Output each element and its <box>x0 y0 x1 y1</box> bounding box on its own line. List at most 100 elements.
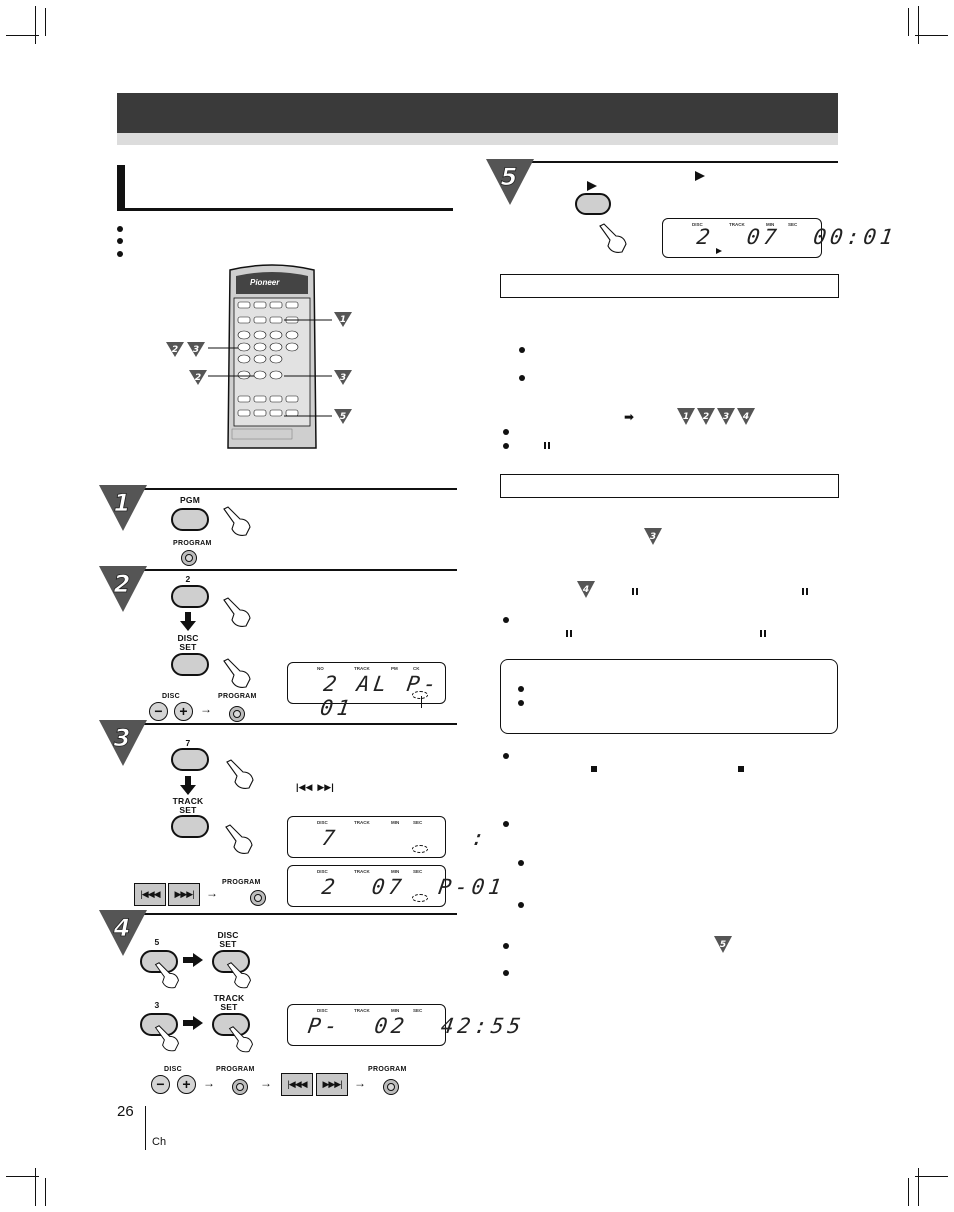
page-number: 26 <box>117 1103 134 1120</box>
disc-set-button[interactable] <box>171 653 209 676</box>
stop-icon <box>738 766 744 772</box>
lcd-display-step5: DISC TRACK MIN SEC 2 07 00:01 <box>662 218 898 258</box>
blink-indicator <box>412 845 428 853</box>
arrow-right-icon: ➡ <box>624 410 635 424</box>
marker-5: 5 <box>334 409 352 424</box>
crop-mark <box>45 8 46 36</box>
bullet <box>518 860 524 866</box>
program-button[interactable] <box>229 706 245 722</box>
bullet <box>117 226 123 232</box>
lcd-readout: P- 02 42:55 <box>306 1014 527 1038</box>
arrow-right-icon: → <box>260 1076 272 1090</box>
step-3-badge: 3 <box>99 720 147 766</box>
svg-text:4: 4 <box>113 914 131 942</box>
track-set-label: TRACK SET <box>213 993 245 1012</box>
crop-mark <box>915 35 948 36</box>
play-icon <box>695 171 705 181</box>
pointing-hand-icon <box>154 962 179 989</box>
play-icon <box>716 248 722 254</box>
bullet <box>503 970 509 976</box>
program-button[interactable] <box>250 890 266 906</box>
bullet <box>518 902 524 908</box>
program-label: PROGRAM <box>222 879 261 886</box>
remote-control: Pioneer <box>224 262 320 450</box>
svg-text:3: 3 <box>340 373 346 383</box>
crop-mark <box>918 1168 919 1206</box>
disc-plus-button[interactable]: + <box>174 702 193 721</box>
disc-plus-button[interactable]: + <box>177 1075 196 1094</box>
program-button[interactable] <box>232 1079 248 1095</box>
lcd-readout: 7 : <box>320 826 491 850</box>
arrow-right-icon: → <box>200 702 212 716</box>
bullet <box>503 943 509 949</box>
marker-5: 5 <box>714 936 732 953</box>
num-7-button[interactable] <box>171 748 209 771</box>
bullet <box>519 347 525 353</box>
program-label: PROGRAM <box>218 693 257 700</box>
pause-icon <box>760 630 766 637</box>
pointing-hand-icon <box>223 658 251 688</box>
disc-minus-button[interactable]: − <box>151 1075 170 1094</box>
crop-mark <box>35 6 36 44</box>
num-3-label: 3 <box>154 1000 160 1010</box>
remote-brand-logo: Pioneer <box>250 278 280 287</box>
bullet <box>503 443 509 449</box>
pointing-hand-icon <box>223 506 251 536</box>
program-label: PROGRAM <box>216 1066 255 1073</box>
lcd-display-step2: NO TRACK PM CK 2 AL P-01 <box>287 662 446 720</box>
pause-icon <box>632 588 638 595</box>
arrow-right-icon: → <box>203 1076 215 1090</box>
disc-label: DISC <box>162 693 180 700</box>
bullet <box>503 429 509 435</box>
section-header-box <box>500 474 839 498</box>
skip-back-button[interactable]: |◀◀◀ <box>281 1073 313 1096</box>
program-button[interactable] <box>383 1079 399 1095</box>
step-divider <box>117 723 457 725</box>
arrow-right-icon: → <box>354 1076 366 1090</box>
disc-set-label: DISC SET <box>217 930 239 949</box>
step-2-badge: 2 <box>99 566 147 612</box>
pause-icon <box>544 442 550 449</box>
section-title-underline <box>117 208 453 211</box>
bullet <box>117 251 123 257</box>
pointing-hand-icon <box>225 824 253 854</box>
num-7-label: 7 <box>185 738 191 748</box>
num-2-label: 2 <box>185 574 191 584</box>
play-button[interactable] <box>575 193 611 215</box>
indicator-line <box>421 696 422 708</box>
crop-mark <box>918 6 919 44</box>
skip-back-button[interactable]: |◀◀◀ <box>134 883 166 906</box>
skip-forward-button[interactable]: ▶▶▶| <box>168 883 200 906</box>
num-2-button[interactable] <box>171 585 209 608</box>
track-set-button[interactable] <box>212 1013 250 1036</box>
disc-set-button[interactable] <box>212 950 250 973</box>
num-5-button[interactable] <box>140 950 178 973</box>
track-set-button[interactable] <box>171 815 209 838</box>
disc-minus-button[interactable]: − <box>149 702 168 721</box>
lcd-readout: 2 AL P-01 <box>318 672 442 720</box>
num-3-button[interactable] <box>140 1013 178 1036</box>
pgm-button[interactable] <box>171 508 209 531</box>
pointing-hand-icon <box>226 962 251 989</box>
svg-text:2: 2 <box>172 345 178 355</box>
arrow-right-icon <box>183 953 203 967</box>
bullet <box>503 617 509 623</box>
program-button[interactable] <box>181 550 197 566</box>
bullet <box>503 753 509 759</box>
svg-text:5: 5 <box>501 163 518 191</box>
marker-3: 3 <box>334 370 352 385</box>
pointing-hand-icon <box>154 1025 179 1052</box>
svg-text:2: 2 <box>195 373 201 383</box>
svg-text:2: 2 <box>703 412 709 422</box>
step-1-badge: 1 <box>99 485 147 531</box>
lcd-display-step3b: DISC TRACK MIN SEC 2 07 P-01 <box>287 865 507 907</box>
arrow-down-icon <box>180 612 196 631</box>
language-code: Ch <box>152 1136 167 1148</box>
step-divider <box>117 569 457 571</box>
svg-text:4: 4 <box>742 412 749 422</box>
skip-forward-button[interactable]: ▶▶▶| <box>316 1073 348 1096</box>
arrow-down-icon <box>180 776 196 795</box>
crop-mark <box>45 1178 46 1206</box>
disc-label: DISC <box>164 1066 182 1073</box>
svg-text:1: 1 <box>340 315 346 325</box>
